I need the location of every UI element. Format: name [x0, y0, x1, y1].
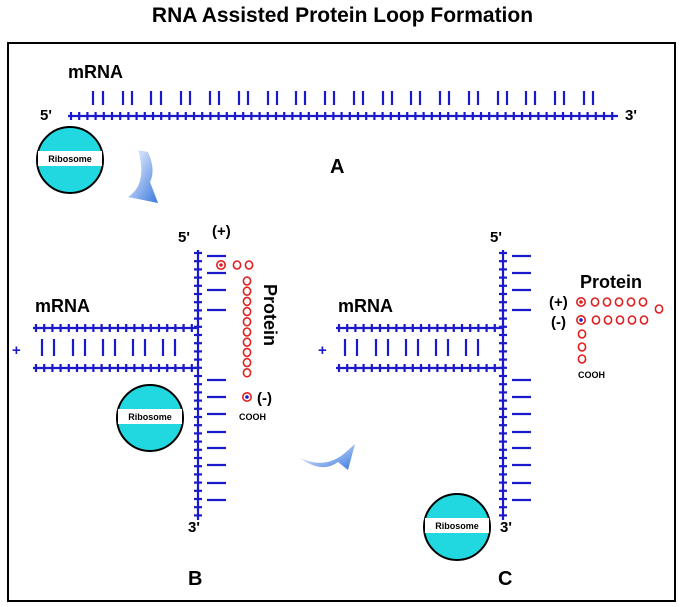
panel-c-protein-bead [626, 297, 636, 307]
panel-b-protein-bead [242, 296, 252, 307]
panel-b-protein-bead [242, 327, 252, 337]
panel-c-protein-bead [577, 342, 587, 352]
panel-c-protein-bead [591, 315, 601, 325]
panel-b-three-prime: 3' [188, 519, 200, 536]
panel-c-protein-bead [577, 329, 587, 339]
panel-b-protein-bead [232, 260, 242, 270]
panel-b-protein-bead [242, 357, 252, 368]
panel-c-label: C [498, 568, 512, 590]
panel-c-n-terminus-charge: (+) [549, 294, 568, 311]
arrow-b-to-c [300, 444, 355, 470]
panel-b-mrna-label: mRNA [35, 296, 90, 316]
panel-c-n-terminus-bead-core [579, 300, 583, 304]
panel-b-protein-bead [242, 276, 252, 286]
panel-c-protein-bead [654, 304, 664, 314]
panel-b-c-terminus-charge: (-) [257, 390, 272, 407]
panel-c-c-terminus-charge: (-) [551, 314, 566, 331]
panel-a-mrna-label: mRNA [68, 62, 123, 82]
panel-b-ribosome-label: Ribosome [128, 412, 172, 422]
panel-c-protein-bead [638, 297, 648, 307]
panel-b-protein-bead [244, 260, 254, 270]
panel-b-n-terminus-bead-core [219, 263, 223, 267]
panel-c-protein-bead [602, 297, 612, 307]
panel-c-ribosome: Ribosome [423, 493, 491, 561]
diagram-title: RNA Assisted Protein Loop Formation [151, 4, 534, 27]
panel-c-mrna-label: mRNA [338, 296, 393, 316]
panel-a-label: A [330, 156, 344, 178]
panel-b-c-terminus-bead-core [245, 395, 249, 399]
panel-b-label: B [188, 568, 202, 590]
panel-c-protein-bead [615, 315, 625, 325]
panel-a-five-prime: 5' [40, 107, 52, 124]
panel-b-protein-chain [216, 259, 254, 402]
panel-b-ribosome: Ribosome [116, 384, 184, 452]
panel-c-five-prime: 5' [490, 229, 502, 246]
panel-c-ribosome-label: Ribosome [435, 521, 479, 531]
panel-b-protein-bead [242, 367, 252, 378]
panel-a: mRNA 5' 3' Ribosome A [36, 62, 637, 203]
panel-c-protein-bead [614, 297, 624, 307]
panel-c-plus-sign: + [318, 342, 327, 359]
panel-b-mrna-strand [33, 250, 226, 520]
panel-b-five-prime: 5' [178, 229, 190, 246]
panel-b-protein-bead [242, 316, 252, 327]
panel-a-ribosome-label: Ribosome [48, 154, 92, 164]
panel-c-protein-bead [603, 315, 613, 325]
panel-a-three-prime: 3' [625, 107, 637, 124]
diagram-frame [7, 42, 676, 602]
panel-b-plus-sign: + [12, 342, 21, 359]
panel-c-cooh-label: COOH [578, 370, 605, 380]
panel-c-protein-bead [639, 315, 649, 325]
panel-c: mRNA 5' 3' + Protein (+) (-) COOH Riboso… [318, 229, 664, 590]
panel-b-protein-bead [242, 286, 252, 297]
panel-b-protein-bead [242, 306, 252, 317]
panel-c-protein-chain [575, 296, 664, 364]
arrow-a-to-b [128, 150, 158, 203]
panel-a-mrna-strand [68, 91, 618, 120]
panel-c-protein-bead [577, 354, 587, 364]
panel-a-ribosome: Ribosome [36, 126, 104, 194]
panel-b-n-terminus-charge: (+) [212, 223, 231, 240]
panel-b-cooh-label: COOH [239, 412, 266, 422]
panel-c-c-terminus-bead-core [579, 318, 583, 322]
panel-b: mRNA 5' (+) 3' + Protein (-) COOH Riboso… [12, 223, 355, 590]
panel-b-protein-label: Protein [260, 284, 280, 346]
panel-b-protein-bead [242, 347, 252, 358]
panel-c-protein-bead [590, 297, 600, 307]
panel-b-protein-bead [242, 337, 252, 348]
panel-c-mrna-strand [336, 250, 531, 520]
panel-c-protein-bead [627, 315, 637, 325]
panel-c-protein-label: Protein [580, 272, 642, 292]
panel-c-three-prime: 3' [500, 519, 512, 536]
